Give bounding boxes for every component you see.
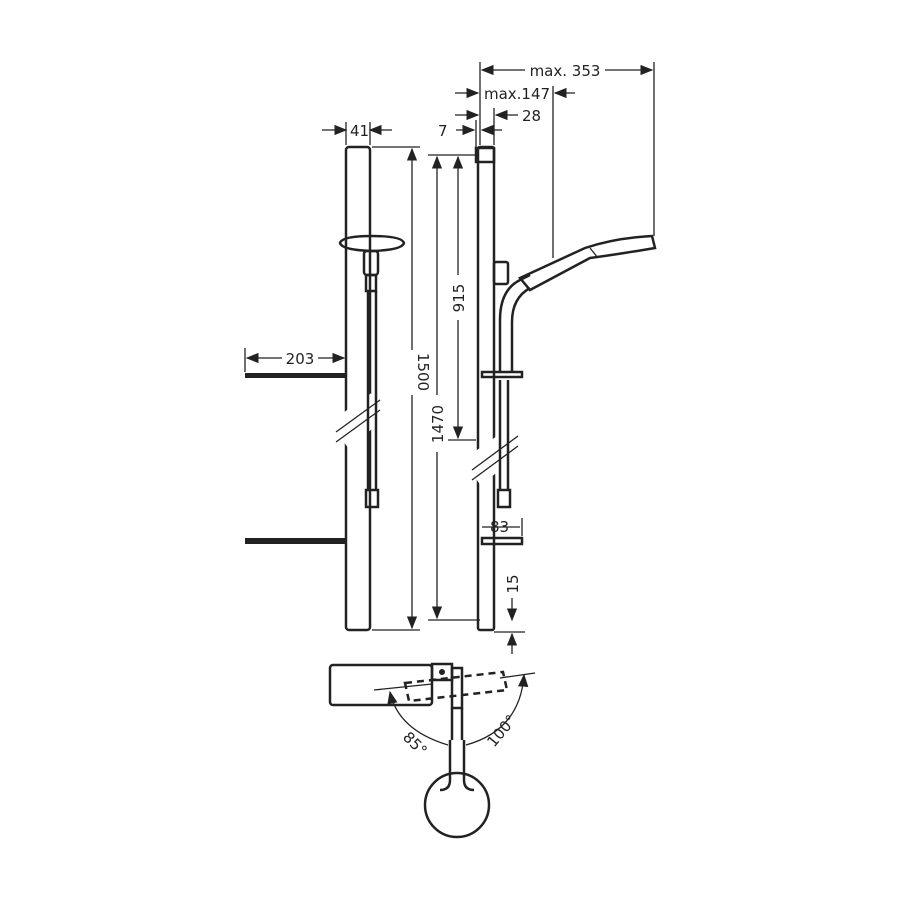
dim-max-147: max.147 (484, 85, 550, 103)
angle-100: 100° (483, 711, 520, 750)
hose-connector (364, 273, 378, 293)
dim-41: 41 (350, 122, 369, 140)
dim-203: 203 (286, 350, 315, 368)
slider (492, 260, 510, 286)
front-view: 41 1500 203 (244, 122, 432, 632)
hand-shower (517, 234, 657, 292)
dim-1470: 1470 (429, 405, 447, 443)
dim-7: 7 (438, 122, 448, 140)
side-view: max. 353 max.147 28 7 1470 915 83 15 (428, 62, 657, 654)
shelf-top (245, 373, 346, 378)
dim-max-353: max. 353 (530, 62, 601, 80)
dim-15: 15 (504, 574, 522, 593)
dim-1500: 1500 (414, 353, 432, 391)
rotated-shelf (403, 670, 509, 703)
hand-shower-plan (423, 771, 491, 839)
rail-bar (344, 145, 372, 632)
side-shelf-bottom (480, 536, 524, 546)
dim-83: 83 (490, 518, 509, 536)
dim-915: 915 (450, 284, 468, 313)
dim-28: 28 (522, 107, 541, 125)
side-shelf-top (480, 370, 524, 379)
hose-end (364, 488, 380, 509)
shelf-plan (328, 663, 434, 707)
handle-arm (498, 273, 531, 372)
shelf-bottom (245, 538, 346, 544)
shower-head (338, 234, 406, 253)
top-view: 85° 100° (328, 662, 536, 839)
rail-side (476, 145, 496, 632)
side-hose-end (496, 488, 512, 509)
angle-85: 85° (399, 728, 431, 760)
